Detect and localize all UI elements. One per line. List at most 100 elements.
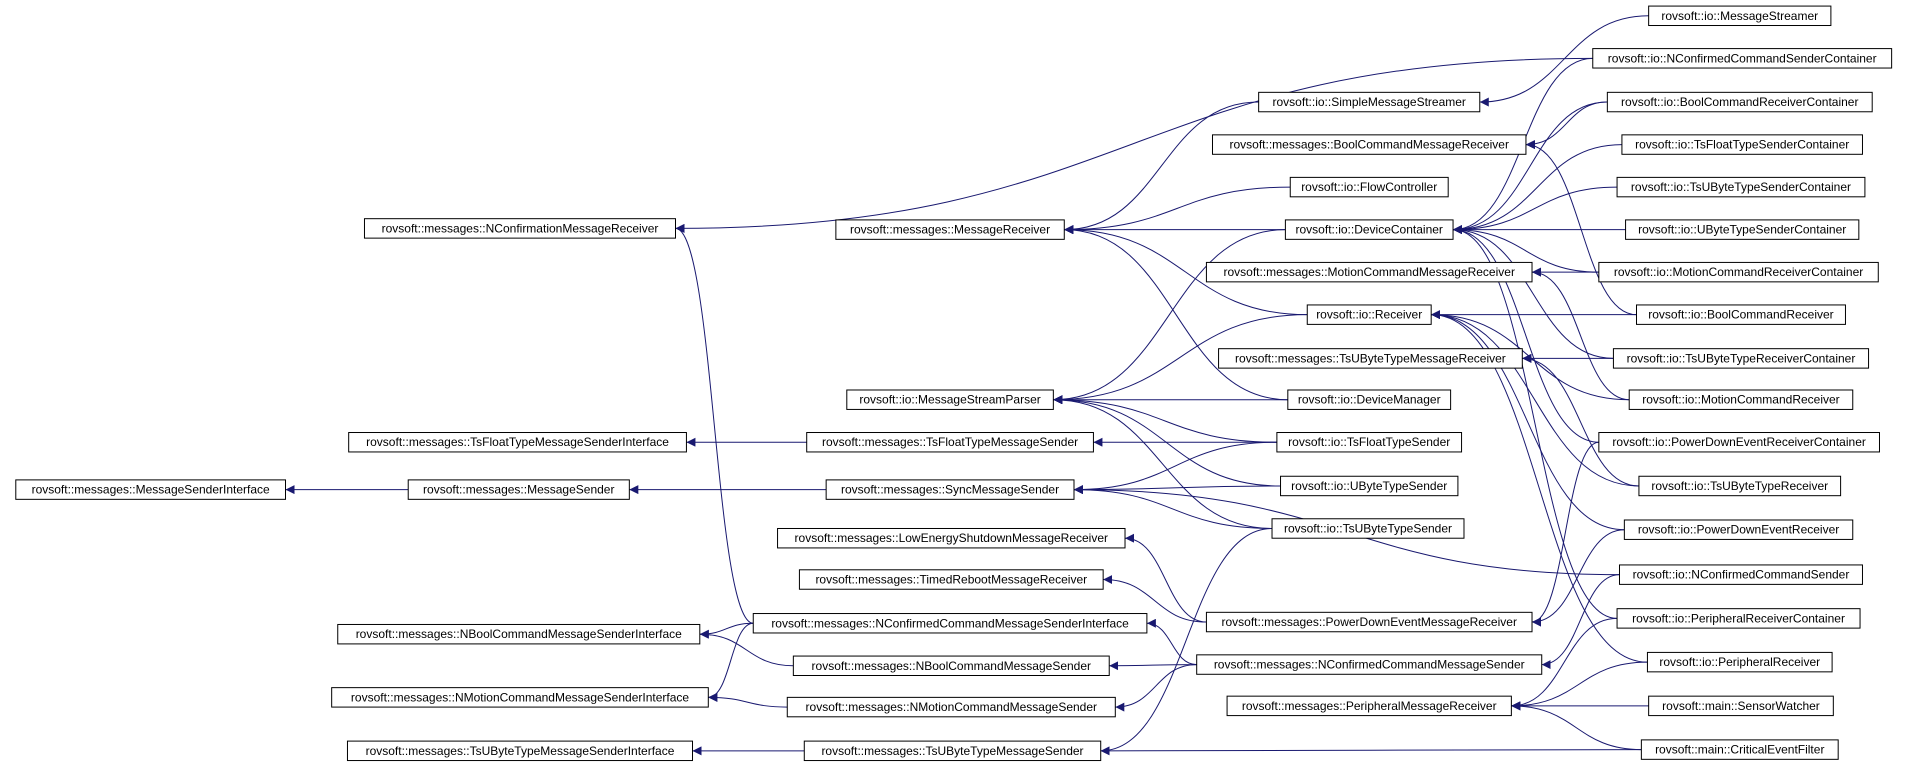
class-node-label: rovsoft::io::MotionCommandReceiverContai… bbox=[1614, 265, 1863, 279]
class-node[interactable]: rovsoft::messages::MessageReceiver bbox=[835, 219, 1065, 240]
class-node-label: rovsoft::io::TsUByteTypeReceiverContaine… bbox=[1627, 351, 1856, 365]
class-node[interactable]: rovsoft::messages::NBoolCommandMessageSe… bbox=[337, 623, 701, 645]
class-node[interactable]: rovsoft::io::TsUByteTypeSenderContainer bbox=[1616, 176, 1866, 198]
class-node[interactable]: rovsoft::messages::NConfirmationMessageR… bbox=[363, 218, 676, 239]
class-node[interactable]: rovsoft::messages::BoolCommandMessageRec… bbox=[1211, 134, 1527, 155]
inheritance-edge bbox=[708, 692, 788, 708]
class-node-label: rovsoft::io::NConfirmedCommandSender bbox=[1633, 568, 1850, 582]
class-node-label: rovsoft::messages::NMotionCommandMessage… bbox=[351, 690, 689, 704]
inheritance-edge bbox=[1100, 527, 1273, 756]
class-node[interactable]: rovsoft::messages::TsUByteTypeMessageRec… bbox=[1218, 348, 1523, 369]
class-node[interactable]: rovsoft::io::TsUByteTypeReceiverContaine… bbox=[1612, 348, 1870, 369]
class-node-box bbox=[1218, 348, 1523, 369]
class-node[interactable]: rovsoft::main::SensorWatcher bbox=[1648, 695, 1834, 717]
class-node[interactable]: rovsoft::main::CriticalEventFilter bbox=[1640, 739, 1839, 760]
class-node-label: rovsoft::messages::SyncMessageSender bbox=[841, 483, 1059, 497]
class-node[interactable]: rovsoft::io::TsFloatTypeSender bbox=[1276, 432, 1463, 453]
inheritance-edge bbox=[1453, 186, 1618, 235]
class-node-box bbox=[1258, 91, 1481, 113]
class-node-label: rovsoft::io::TsUByteTypeSender bbox=[1284, 521, 1452, 535]
class-node-label: rovsoft::messages::MessageSender bbox=[423, 483, 614, 497]
class-node[interactable]: rovsoft::io::TsUByteTypeReceiver bbox=[1638, 475, 1842, 497]
class-node[interactable]: rovsoft::messages::MessageSender bbox=[407, 479, 630, 500]
inheritance-edge bbox=[1453, 144, 1622, 235]
class-node[interactable]: rovsoft::messages::TsUByteTypeMessageSen… bbox=[346, 740, 694, 762]
class-node[interactable]: rovsoft::io::BoolCommandReceiverContaine… bbox=[1606, 91, 1873, 113]
class-node-label: rovsoft::messages::PeripheralMessageRece… bbox=[1242, 699, 1497, 713]
class-node[interactable]: rovsoft::io::TsUByteTypeSender bbox=[1271, 518, 1465, 539]
class-node-label: rovsoft::io::UByteTypeSender bbox=[1291, 479, 1447, 493]
class-node-box bbox=[348, 432, 687, 453]
class-node-box bbox=[1616, 176, 1866, 198]
class-node[interactable]: rovsoft::messages::MotionCommandMessageR… bbox=[1205, 261, 1533, 283]
class-node[interactable]: rovsoft::io::PowerDownEventReceiverConta… bbox=[1598, 432, 1880, 453]
class-node[interactable]: rovsoft::messages::PowerDownEventMessage… bbox=[1205, 611, 1533, 633]
inheritance-edge bbox=[1453, 225, 1614, 359]
class-node[interactable]: rovsoft::io::SimpleMessageStreamer bbox=[1258, 91, 1481, 113]
class-node[interactable]: rovsoft::messages::NBoolCommandMessageSe… bbox=[792, 655, 1110, 676]
class-node[interactable]: rovsoft::messages::NConfirmedCommandMess… bbox=[752, 613, 1148, 634]
class-node-box bbox=[407, 479, 630, 500]
inheritance-edge bbox=[1073, 485, 1281, 495]
class-node-label: rovsoft::messages::MotionCommandMessageR… bbox=[1223, 265, 1514, 279]
class-node[interactable]: rovsoft::io::UByteTypeSenderContainer bbox=[1625, 219, 1860, 240]
class-node[interactable]: rovsoft::io::TsFloatTypeSenderContainer bbox=[1621, 134, 1863, 155]
class-node-box bbox=[786, 696, 1116, 718]
class-node-label: rovsoft::io::PeripheralReceiverContainer bbox=[1632, 611, 1845, 625]
class-node-box bbox=[331, 687, 709, 708]
class-node[interactable]: rovsoft::io::PowerDownEventReceiver bbox=[1623, 519, 1854, 540]
class-node[interactable]: rovsoft::io::DeviceManager bbox=[1287, 389, 1452, 410]
inheritance-edge bbox=[1479, 15, 1649, 107]
class-node[interactable]: rovsoft::io::PeripheralReceiver bbox=[1646, 651, 1833, 673]
inheritance-edge bbox=[1073, 485, 1273, 529]
class-node[interactable]: rovsoft::io::MessageStreamer bbox=[1648, 5, 1832, 27]
class-node[interactable]: rovsoft::messages::SyncMessageSender bbox=[825, 479, 1075, 500]
class-node-box bbox=[363, 218, 676, 239]
inheritance-edge bbox=[1525, 140, 1637, 316]
class-node-label: rovsoft::io::MessageStreamParser bbox=[859, 393, 1040, 407]
class-node[interactable]: rovsoft::io::FlowController bbox=[1289, 176, 1449, 198]
class-node[interactable]: rovsoft::io::BoolCommandReceiver bbox=[1636, 304, 1846, 325]
class-node[interactable]: rovsoft::io::PeripheralReceiverContainer bbox=[1616, 608, 1861, 629]
class-node[interactable]: rovsoft::io::DeviceContainer bbox=[1284, 219, 1454, 240]
class-node[interactable]: rovsoft::io::NConfirmedCommandSender bbox=[1618, 564, 1863, 585]
class-node-box bbox=[792, 655, 1110, 676]
class-node[interactable]: rovsoft::io::Receiver bbox=[1306, 304, 1432, 325]
class-node[interactable]: rovsoft::messages::TsFloatTypeMessageSen… bbox=[348, 432, 687, 453]
class-node[interactable]: rovsoft::io::MessageStreamParser bbox=[846, 389, 1054, 410]
class-node-label: rovsoft::messages::MessageSenderInterfac… bbox=[32, 483, 270, 497]
class-node[interactable]: rovsoft::messages::PeripheralMessageRece… bbox=[1226, 695, 1512, 717]
class-node-box bbox=[1646, 651, 1833, 673]
inheritance-edge bbox=[1541, 574, 1620, 670]
class-node-box bbox=[1205, 611, 1533, 633]
inheritance-edge bbox=[1115, 664, 1197, 712]
class-node[interactable]: rovsoft::io::NConfirmedCommandSenderCont… bbox=[1592, 48, 1893, 69]
class-node-box bbox=[1280, 475, 1459, 497]
class-node[interactable]: rovsoft::messages::TimedRebootMessageRec… bbox=[798, 569, 1104, 590]
class-node-label: rovsoft::io::DeviceManager bbox=[1298, 393, 1441, 407]
class-node[interactable]: rovsoft::messages::NMotionCommandMessage… bbox=[331, 687, 709, 708]
class-node-label: rovsoft::io::MotionCommandReceiver bbox=[1642, 393, 1839, 407]
class-node[interactable]: rovsoft::io::MotionCommandReceiverContai… bbox=[1598, 261, 1879, 283]
class-node[interactable]: rovsoft::messages::TsUByteTypeMessageSen… bbox=[803, 740, 1102, 762]
inheritance-edge bbox=[1511, 661, 1648, 711]
inheritance-edge bbox=[1103, 575, 1207, 623]
inheritance-edge bbox=[1532, 529, 1625, 627]
class-node[interactable]: rovsoft::io::MotionCommandReceiver bbox=[1628, 389, 1854, 410]
class-node-box bbox=[1648, 5, 1832, 27]
class-node[interactable]: rovsoft::messages::NMotionCommandMessage… bbox=[786, 696, 1116, 718]
class-node[interactable]: rovsoft::messages::TsFloatTypeMessageSen… bbox=[806, 432, 1094, 453]
class-node[interactable]: rovsoft::io::UByteTypeSender bbox=[1280, 475, 1459, 497]
class-node-box bbox=[777, 527, 1126, 549]
class-node-label: rovsoft::main::SensorWatcher bbox=[1662, 699, 1820, 713]
class-node-box bbox=[1640, 739, 1839, 760]
class-node-label: rovsoft::io::PowerDownEventReceiver bbox=[1638, 523, 1839, 537]
inheritance-edge bbox=[675, 57, 1593, 233]
class-node[interactable]: rovsoft::messages::NConfirmedCommandMess… bbox=[1196, 654, 1543, 675]
inheritance-edge bbox=[708, 622, 754, 702]
class-node-label: rovsoft::messages::NConfirmedCommandMess… bbox=[771, 616, 1129, 630]
class-node-box bbox=[825, 479, 1075, 500]
class-node[interactable]: rovsoft::messages::MessageSenderInterfac… bbox=[15, 479, 287, 500]
class-node[interactable]: rovsoft::messages::LowEnergyShutdownMess… bbox=[777, 527, 1126, 549]
class-node-box bbox=[1628, 389, 1854, 410]
